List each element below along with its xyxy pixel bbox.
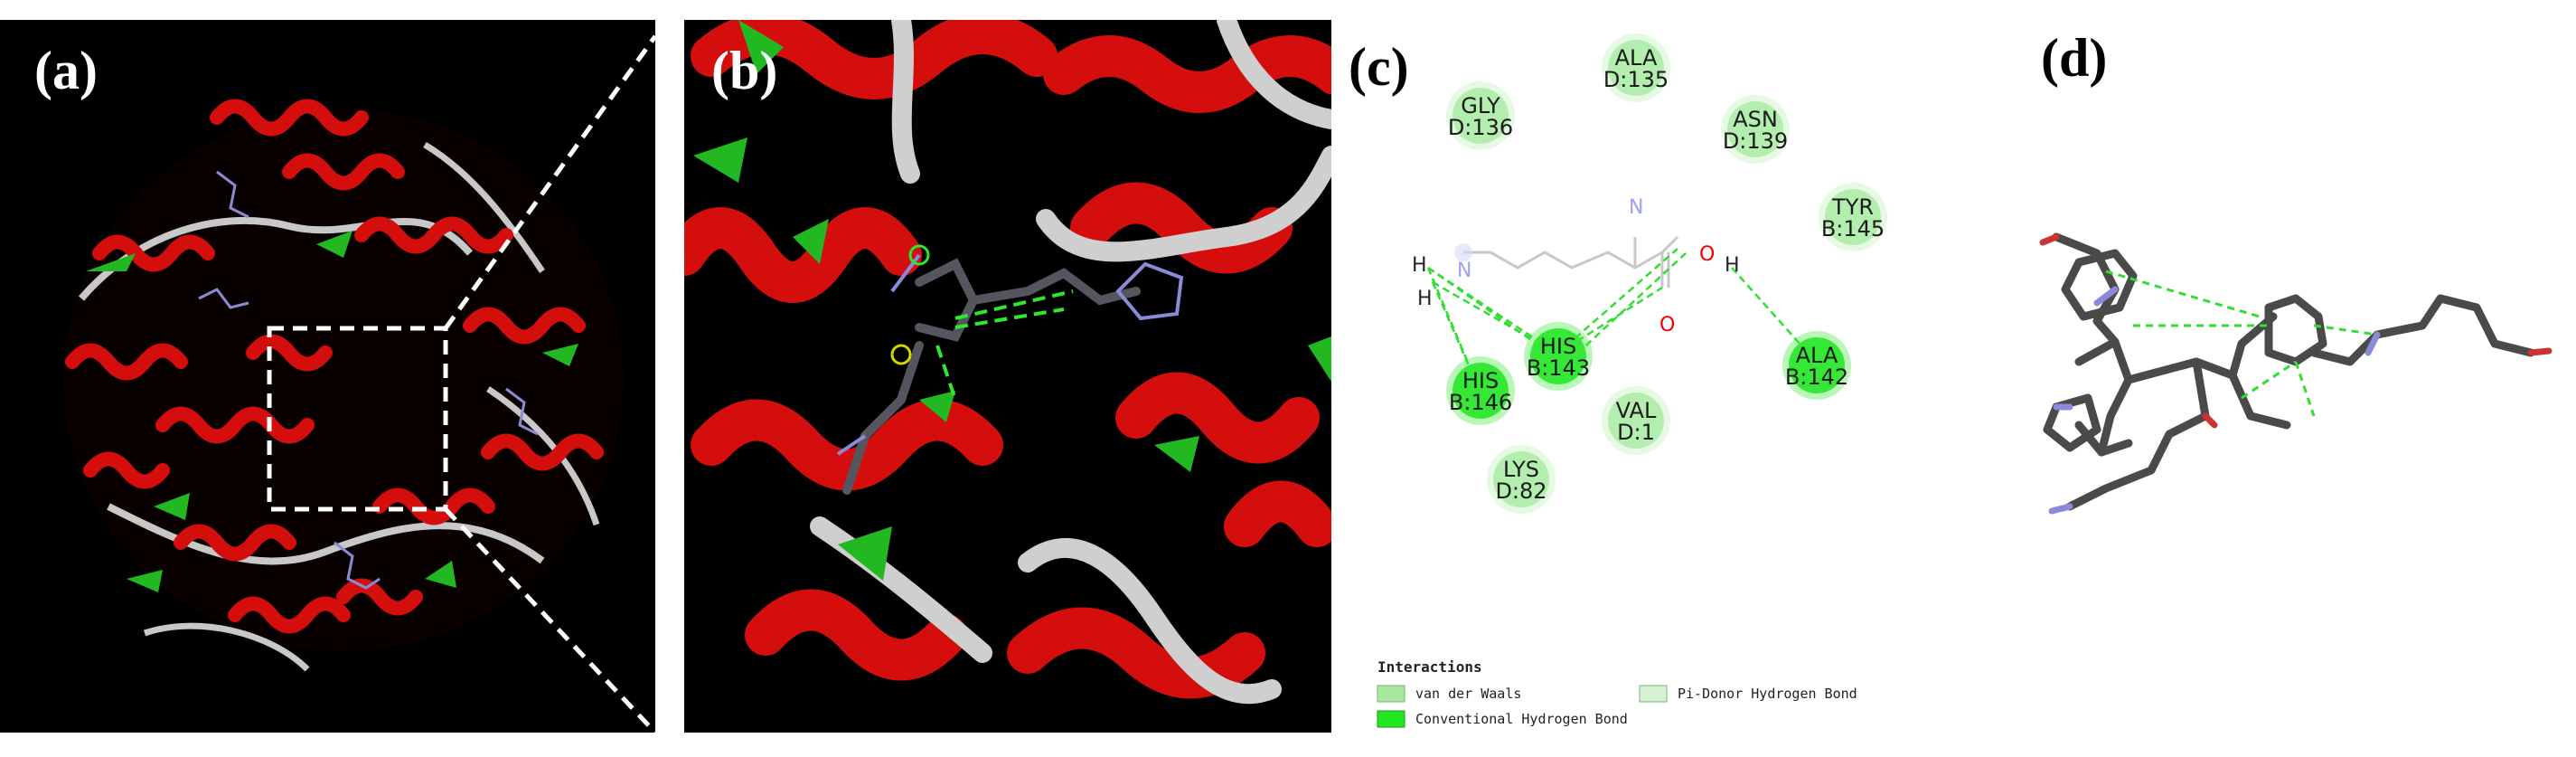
- residue-chain: B:146: [1449, 390, 1512, 415]
- atom-h-amine1: H: [1412, 254, 1427, 277]
- legend-label-hbond: Conventional Hydrogen Bond: [1415, 711, 1628, 727]
- atom-h-acid: H: [1725, 254, 1740, 277]
- residue-name: ALA: [1615, 45, 1658, 71]
- residue-name: ASN: [1733, 107, 1778, 132]
- residue-name: TYR: [1831, 194, 1874, 220]
- residue-chain: B:142: [1785, 364, 1848, 390]
- residue-chain: D:1: [1617, 420, 1655, 445]
- panel-d-stick-model: [2039, 232, 2552, 515]
- legend-title: Interactions: [1377, 658, 1482, 676]
- panel-a-protein-view: [0, 20, 658, 734]
- residue-name: GLY: [1461, 93, 1500, 118]
- atom-o-acid: O: [1699, 243, 1715, 266]
- legend-swatch-hbond: [1377, 710, 1406, 728]
- residue-chain: D:136: [1448, 115, 1513, 140]
- panel-d-label: (d): [2041, 28, 2108, 88]
- zoom-box: [267, 326, 448, 512]
- residue-name: HIS: [1462, 368, 1499, 393]
- legend-label-pidonor: Pi-Donor Hydrogen Bond: [1678, 686, 1857, 702]
- residue-chain: B:145: [1821, 216, 1885, 241]
- panel-b-label: (b): [711, 41, 778, 100]
- atom-h-amine2: H: [1417, 288, 1433, 310]
- ligand-atoms: N O H O N H H: [1412, 196, 1740, 336]
- residue-chain: D:82: [1495, 478, 1547, 504]
- protein-structure: [63, 99, 624, 672]
- atom-n-amine: N: [1457, 260, 1471, 282]
- atom-o-carbonyl: O: [1659, 314, 1675, 336]
- legend-swatch-pidonor: [1639, 685, 1668, 703]
- residue-name: VAL: [1616, 398, 1657, 423]
- residue-chain: D:135: [1603, 67, 1669, 92]
- panel-d: (d): [1970, 0, 2576, 753]
- panel-b-binding-site: [663, 10, 1356, 733]
- panel-a: (a): [0, 0, 658, 753]
- legend-swatch-vdw: [1377, 685, 1406, 703]
- panel-a-label: (a): [34, 41, 98, 100]
- residue-name: LYS: [1503, 457, 1539, 482]
- residue-chain: B:143: [1527, 355, 1590, 381]
- legend-label-vdw: van der Waals: [1415, 686, 1521, 702]
- panel-b: (b): [663, 10, 1356, 733]
- residue-name: HIS: [1540, 334, 1576, 359]
- panel-c-label: (c): [1349, 37, 1409, 97]
- panel-c: (c) N O H O N H H: [1338, 0, 1970, 753]
- atom-n-top: N: [1629, 196, 1643, 219]
- residue-name: ALA: [1796, 343, 1838, 368]
- residue-chain: D:139: [1723, 128, 1788, 154]
- legend: Interactions van der Waals Conventional …: [1377, 658, 1857, 728]
- ligand-skeleton: [1463, 235, 1679, 288]
